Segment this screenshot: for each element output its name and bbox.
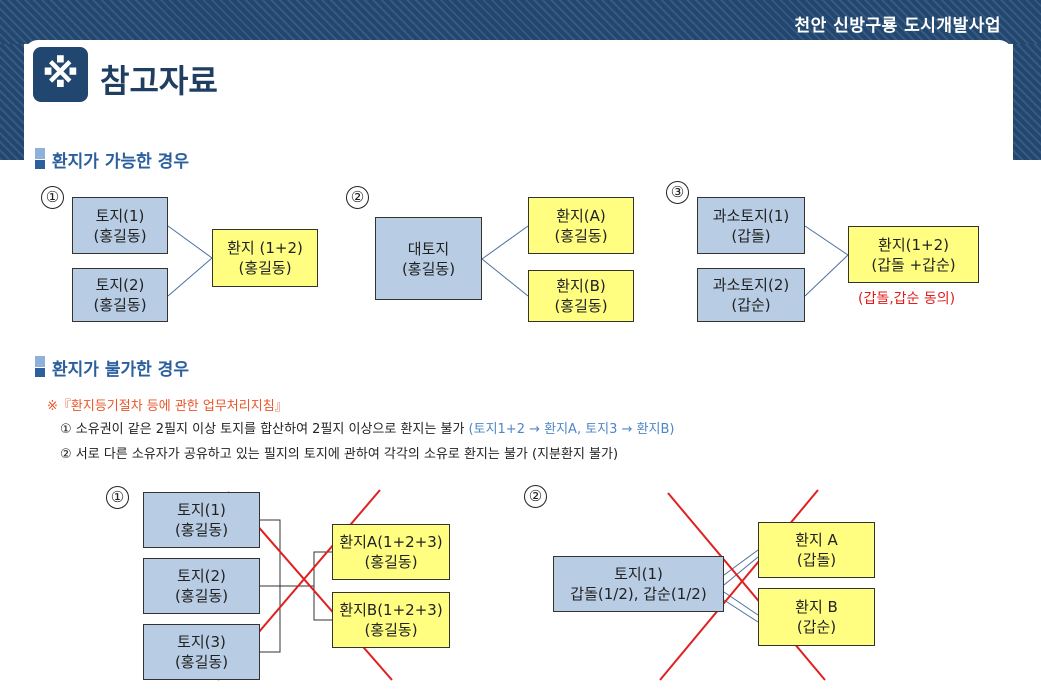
section-title-impossible: 환지가 불가한 경우 (52, 360, 189, 380)
section-title-possible: 환지가 가능한 경우 (52, 152, 189, 172)
case-number: ③ (666, 181, 689, 204)
reference-mark-icon: ※ (33, 47, 88, 102)
replotted-land-box: 환지B(1+2+3)(홍길동) (332, 592, 450, 648)
consent-note: (갑돌,갑순 동의) (858, 291, 956, 307)
replotted-land-box: 환지(B)(홍길동) (528, 270, 634, 322)
small-land-box: 과소토지(1)(갑돌) (697, 197, 805, 254)
case-number: ② (524, 485, 547, 508)
land-box: 토지(3)(홍길동) (143, 624, 260, 680)
header-band-right (1013, 44, 1041, 160)
replotted-land-box: 환지(A)(홍길동) (528, 197, 634, 254)
land-box: 토지(2)(홍길동) (72, 268, 168, 322)
large-land-box: 대토지(홍길동) (375, 217, 482, 300)
replotted-land-box: 환지(1+2)(갑돌 +갑순) (848, 226, 979, 283)
replotted-land-box: 환지 A(갑돌) (758, 522, 875, 578)
rule-2: ② 서로 다른 소유자가 공유하고 있는 필지의 토지에 관하여 각각의 소유로… (60, 447, 619, 462)
header-band-left (0, 44, 24, 160)
header-bar: 천안 신방구룡 도시개발사업 (0, 0, 1041, 44)
small-land-box: 과소토지(2)(갑순) (697, 268, 805, 322)
replotted-land-box: 환지A(1+2+3)(홍길동) (332, 524, 450, 580)
section-marker (35, 356, 45, 377)
shared-land-box: 토지(1)갑돌(1/2), 갑순(1/2) (553, 556, 724, 612)
case-number: ① (106, 486, 129, 509)
case-number: ② (346, 186, 369, 209)
section-marker (35, 148, 45, 169)
guideline-title: ※『환지등기절차 등에 관한 업무처리지침』 (47, 399, 288, 414)
rule-1: ① 소유권이 같은 2필지 이상 토지를 합산하여 2필지 이상으로 환지는 불… (60, 422, 675, 437)
land-box: 토지(1)(홍길동) (72, 197, 168, 254)
replotted-land-box: 환지 (1+2)(홍길동) (212, 229, 318, 287)
replotted-land-box: 환지 B(갑순) (758, 588, 875, 646)
project-title: 천안 신방구룡 도시개발사업 (794, 16, 1001, 36)
page-title: 참고자료 (100, 62, 218, 100)
rule-1-example: (토지1+2 → 환지A, 토지3 → 환지B) (468, 422, 675, 437)
case-number: ① (41, 186, 64, 209)
land-box: 토지(1)(홍길동) (143, 492, 260, 548)
land-box: 토지(2)(홍길동) (143, 558, 260, 614)
